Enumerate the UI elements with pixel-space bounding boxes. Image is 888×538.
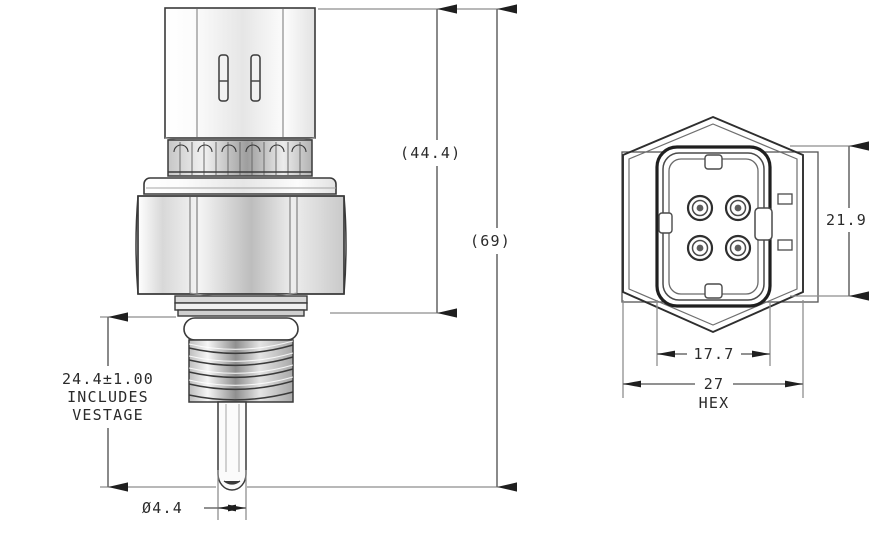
pin-4: [724, 234, 752, 262]
dim-note-includes: INCLUDES: [67, 388, 149, 406]
dim-label-connector-width: 17.7: [693, 345, 735, 363]
dim-line-thread-length: [54, 312, 164, 492]
probe-stem: [217, 401, 247, 491]
pin-3: [686, 234, 714, 262]
dim-line-probe-diameter: [140, 496, 246, 520]
knurled-collar: [167, 139, 313, 177]
dim-line-17-7: [657, 342, 770, 366]
dim-label-probe-diameter: Ø4.4: [142, 499, 183, 517]
sealing-flange: [174, 295, 308, 317]
end-extension-lines: [622, 145, 866, 398]
dim-label-hex-across-flats: 27: [703, 375, 725, 393]
dim-line-69: [466, 4, 528, 492]
connector-pins: [686, 194, 752, 262]
dim-note-vestage: VESTAGE: [72, 406, 144, 424]
key-notch-left: [658, 212, 673, 234]
shoulder-plate: [143, 177, 337, 195]
threaded-section: [188, 339, 294, 403]
hex-nut-body: [135, 195, 347, 299]
dim-label-overall-length: (69): [470, 232, 511, 250]
key-notch-top: [704, 154, 723, 170]
pin-1: [686, 194, 714, 222]
key-notch-bottom: [704, 283, 723, 299]
dim-line-44-4: [400, 4, 474, 318]
front-elevation-view: [54, 4, 528, 520]
o-ring: [183, 317, 299, 341]
dim-label-thread-length: 24.4±1.00: [61, 370, 155, 388]
dim-line-21-9: [822, 141, 880, 301]
dim-line-27: [623, 372, 803, 396]
dim-label-hex: HEX: [698, 394, 730, 412]
pin-2: [724, 194, 752, 222]
connector-end-view: [621, 115, 880, 398]
housing-slot-right: [250, 54, 261, 102]
connector-housing: [164, 7, 316, 145]
dim-label-hex-height: 21.9: [826, 211, 867, 229]
housing-slot-left: [218, 54, 229, 102]
dim-label-overall-body: (44.4): [400, 144, 462, 162]
key-notch-right: [754, 207, 773, 241]
